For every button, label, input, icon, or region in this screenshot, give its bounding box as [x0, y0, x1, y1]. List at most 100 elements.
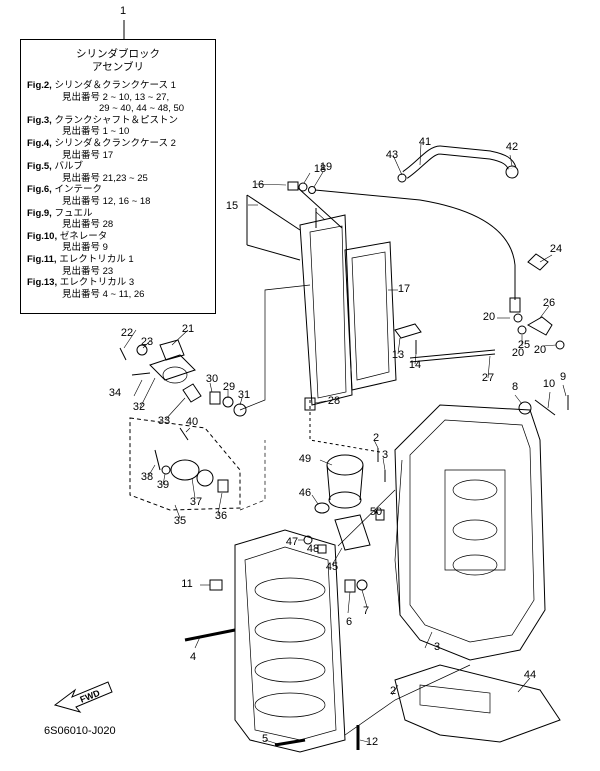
callout-37: 37 — [190, 496, 202, 508]
spring-33 — [182, 383, 202, 403]
callout-31: 31 — [238, 389, 250, 401]
callout-18: 18 — [314, 163, 326, 175]
rod-10 — [534, 399, 556, 416]
legend-ref-line: 見出番号 9 — [62, 242, 108, 254]
fwd-label: FWD — [78, 688, 101, 705]
legend-ref-title: エレクトリカル 3 — [57, 277, 135, 289]
legend-ref-fig: Fig.11, — [27, 253, 57, 265]
legend-ref: Fig.2, シリンダ＆クランクケース 1 — [27, 80, 209, 92]
legend-ref: Fig.6, インテーク — [27, 184, 209, 196]
callout-48: 48 — [307, 543, 319, 555]
legend-ref: Fig.10, ゼネレータ — [27, 231, 209, 243]
callout-25: 25 — [518, 339, 530, 351]
fwd-arrow-icon — [53, 681, 113, 713]
legend-ref-line: 見出番号 17 — [62, 149, 114, 161]
legend-ref-line: 見出番号 28 — [62, 219, 114, 231]
anode-8 — [518, 401, 532, 415]
spring-37 — [170, 459, 200, 481]
legend-ref-title: ゼネレータ — [57, 230, 108, 242]
legend-title: シリンダブロック — [76, 48, 160, 60]
washer-23 — [136, 344, 148, 356]
head-gasket-plate — [299, 214, 353, 406]
callout-20: 20 — [483, 311, 495, 323]
washer-20c — [555, 340, 565, 350]
legend-ref-line: 見出番号 1 ~ 10 — [62, 126, 130, 138]
legend-ref-title: シリンダ＆クランクケース 2 — [51, 137, 176, 149]
callout-6: 6 — [346, 616, 352, 628]
callout-3: 3 — [382, 449, 388, 461]
legend-ref-title: フュエル — [51, 207, 93, 219]
cylinder-block — [234, 529, 346, 753]
callout-8: 8 — [512, 381, 518, 393]
legend-ref-line: 29 ~ 40, 44 ~ 48, 50 — [99, 103, 185, 115]
cover-32 — [149, 354, 196, 381]
callout-2: 2 — [390, 685, 396, 697]
drawing-code: 6S06010-J020 — [44, 725, 116, 737]
legend-ref-line: 見出番号 23 — [62, 265, 114, 277]
legend-ref-fig: Fig.6, — [27, 184, 52, 196]
callout-49: 49 — [299, 453, 311, 465]
legend-ref-fig: Fig.3, — [27, 114, 52, 126]
legend-ref-title: インテーク — [51, 184, 102, 196]
clamp-43 — [397, 173, 407, 183]
callout-42: 42 — [506, 141, 518, 153]
callout-27: 27 — [482, 372, 494, 384]
washer-20a — [298, 182, 308, 192]
bolt-5 — [274, 738, 306, 747]
plug-6 — [344, 579, 356, 593]
callout-36: 36 — [215, 510, 227, 522]
bracket-13 — [394, 323, 422, 339]
bracket-45 — [334, 514, 371, 551]
elbow-26 — [526, 316, 553, 336]
washer-29 — [222, 396, 234, 408]
legend-ref-fig: Fig.5, — [27, 161, 52, 173]
callout-4: 4 — [190, 651, 196, 663]
callout-16: 16 — [252, 179, 264, 191]
legend-subtitle: アセンブリ — [92, 61, 144, 73]
bolt-34 — [131, 372, 151, 376]
callout-15: 15 — [226, 200, 238, 212]
callout-7: 7 — [363, 605, 369, 617]
legend-ref-fig: Fig.4, — [27, 137, 52, 149]
callout-23: 23 — [141, 336, 153, 348]
legend-ref: Fig.13, エレクトリカル 3 — [27, 277, 209, 289]
callout-19: 19 — [320, 161, 332, 173]
callout-20: 20 — [512, 347, 524, 359]
callout-34: 34 — [109, 387, 121, 399]
callout-30: 30 — [206, 373, 218, 385]
callout-28: 28 — [328, 395, 340, 407]
washer-39 — [161, 465, 171, 475]
legend-ref-title: クランクシャフト＆ピストン — [51, 114, 178, 126]
legend-ref: Fig.4, シリンダ＆クランクケース 2 — [27, 138, 209, 150]
callout-3: 3 — [434, 641, 440, 653]
callout-44: 44 — [524, 669, 536, 681]
bolt-16 — [287, 181, 299, 191]
callout-2: 2 — [373, 432, 379, 444]
clip-24 — [527, 253, 549, 271]
legend-ref-fig: Fig.10, — [27, 230, 58, 242]
callout-43: 43 — [386, 149, 398, 161]
legend-ref: Fig.9, フュエル — [27, 208, 209, 220]
callout-33: 33 — [158, 415, 170, 427]
callout-26: 26 — [543, 297, 555, 309]
callout-50: 50 — [370, 506, 382, 518]
exhaust-cover-plate — [344, 241, 397, 391]
legend-ref-line: 見出番号 4 ~ 11, 26 — [62, 288, 145, 300]
washer-20b — [517, 325, 527, 335]
legend-ref-line: 見出番号 12, 16 ~ 18 — [62, 195, 151, 207]
callout-22: 22 — [121, 327, 133, 339]
bolt-4 — [184, 628, 236, 642]
callout-24: 24 — [550, 243, 562, 255]
callout-35: 35 — [174, 515, 186, 527]
legend-ref-title: エレクトリカル 1 — [56, 253, 134, 265]
callout-47: 47 — [286, 536, 298, 548]
leader-lines — [123, 142, 567, 745]
bolt-50 — [375, 509, 385, 521]
cap-36 — [217, 479, 229, 493]
bolt-47 — [317, 544, 327, 554]
callout-21: 21 — [182, 323, 194, 335]
callout-32: 32 — [133, 401, 145, 413]
